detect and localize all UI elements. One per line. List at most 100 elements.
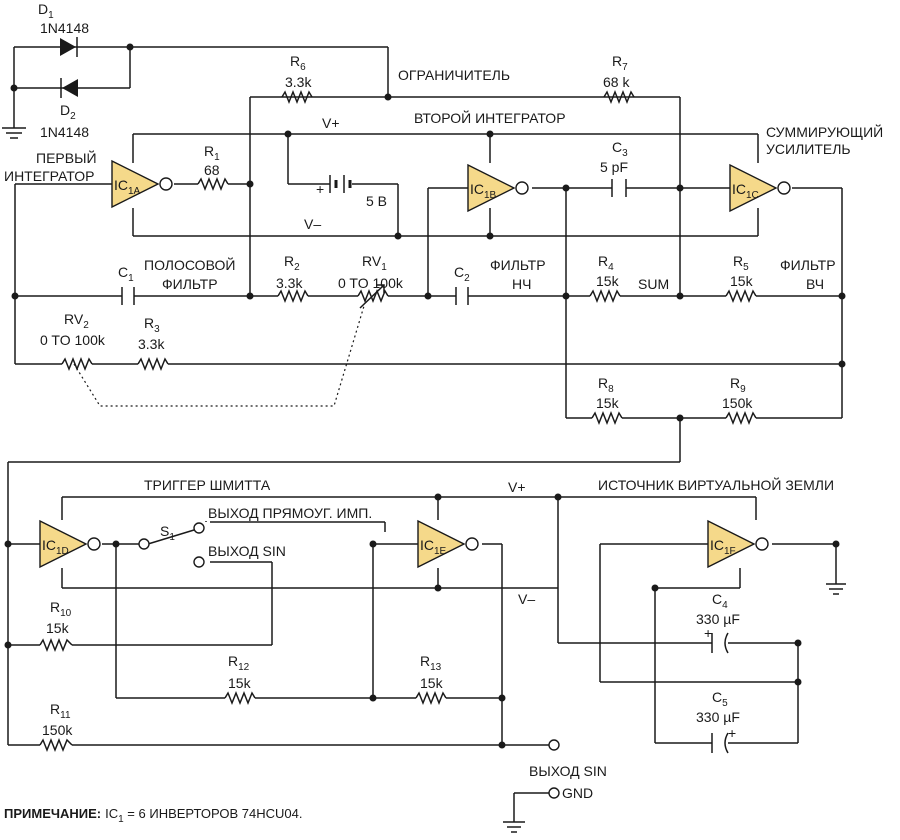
c2-label: C2 — [454, 264, 470, 284]
vminus-bottom-label: V– — [518, 591, 535, 607]
battery-symbol — [329, 175, 352, 193]
bandpass-label-1: ПОЛОСОВОЙ — [144, 256, 235, 273]
r1-value: 68 — [204, 162, 220, 178]
r3-symbol — [137, 356, 169, 372]
square-out-label: ВЫХОД ПРЯМОУГ. ИМП. — [208, 505, 372, 521]
schmitt-label: ТРИГГЕР ШМИТТА — [144, 477, 271, 493]
c4-value: 330 µF — [696, 611, 740, 627]
rv1-value: 0 TO 100k — [338, 275, 404, 291]
r13-label: R13 — [420, 653, 442, 673]
r11-value: 150k — [42, 722, 73, 738]
r12-value: 15k — [228, 675, 252, 691]
first-integrator-label-2: ИНТЕГРАТОР — [4, 168, 94, 184]
rv2-symbol — [61, 356, 93, 372]
r10-symbol — [39, 637, 73, 653]
sin-out-label: ВЫХОД SIN — [529, 763, 607, 779]
c5-plus: + — [728, 725, 736, 741]
r8-label: R8 — [598, 375, 614, 395]
sin-switch-label: ВЫХОД SIN — [208, 543, 286, 559]
r2-symbol — [277, 288, 309, 304]
wires-top — [2, 46, 843, 745]
highpass-label-1: ФИЛЬТР — [780, 257, 836, 273]
d1-part: 1N4148 — [40, 20, 89, 36]
battery-plus: + — [316, 181, 324, 197]
rv1-symbol — [357, 288, 389, 304]
r3-value: 3.3k — [138, 336, 165, 352]
r11-symbol — [39, 737, 73, 753]
r13-symbol — [415, 690, 447, 706]
gate-ic1c — [729, 163, 791, 213]
ganged-pot-link — [73, 305, 365, 407]
gate-ic1a — [111, 159, 173, 209]
r4-value: 15k — [596, 273, 620, 289]
r1-label: R1 — [204, 143, 220, 163]
footnote: ПРИМЕЧАНИЕ:IC1 = 6 ИНВЕРТОРОВ 74HCU04. — [4, 806, 302, 825]
r8-value: 15k — [596, 395, 620, 411]
gate-ic1b — [467, 163, 529, 213]
c3-label: C3 — [612, 139, 628, 159]
first-integrator-label-1: ПЕРВЫЙ — [36, 149, 97, 166]
summing-amp-label-1: СУММИРУЮЩИЙ — [766, 123, 883, 140]
d1-label: D1 — [38, 1, 54, 21]
ic1b-label: IC1B — [470, 181, 497, 201]
terminals — [138, 522, 560, 799]
c1-label: C1 — [118, 264, 134, 284]
s1-label: S1 — [160, 523, 175, 543]
r4-label: R4 — [598, 253, 614, 273]
c4-plus: + — [704, 625, 712, 641]
ic1a-label: IC1A — [114, 177, 141, 197]
gate-ic1f — [707, 519, 769, 569]
rv2-value: 0 TO 100k — [40, 332, 106, 348]
r6-label: R6 — [290, 53, 306, 73]
r1-symbol — [197, 176, 229, 192]
lowpass-label-1: ФИЛЬТР — [490, 257, 546, 273]
vplus-bottom-label: V+ — [508, 479, 526, 495]
c5-label: C5 — [712, 689, 728, 709]
r12-symbol — [224, 690, 256, 706]
battery-value: 5 В — [366, 193, 387, 209]
highpass-label-2: ВЧ — [806, 276, 824, 292]
limiter-label: ОГРАНИЧИТЕЛЬ — [398, 67, 510, 83]
r2-label: R2 — [284, 253, 300, 273]
virtual-ground-label: ИСТОЧНИК ВИРТУАЛЬНОЙ ЗЕМЛИ — [598, 476, 834, 493]
d2-part: 1N4148 — [40, 124, 89, 140]
rv1-label: RV1 — [362, 253, 387, 273]
vplus-top-label: V+ — [322, 115, 340, 131]
capacitors — [121, 179, 729, 754]
c4-label: C4 — [712, 591, 728, 611]
ic1f-label: IC1F — [710, 537, 736, 557]
r7-value: 68 k — [603, 74, 630, 90]
gate-ic1d — [39, 519, 101, 569]
resistors — [39, 89, 757, 753]
r9-symbol — [725, 410, 757, 426]
r11-label: R11 — [50, 701, 71, 721]
r9-label: R9 — [730, 375, 746, 395]
r5-value: 15k — [730, 273, 754, 289]
r4-symbol — [589, 288, 621, 304]
summing-amp-label-2: УСИЛИТЕЛЬ — [766, 141, 851, 157]
r13-value: 15k — [420, 675, 444, 691]
c5-value: 330 µF — [696, 709, 740, 725]
r12-label: R12 — [228, 653, 250, 673]
r9-value: 150k — [722, 395, 753, 411]
r10-value: 15k — [46, 620, 70, 636]
second-integrator-label: ВТОРОЙ ИНТЕГРАТОР — [414, 109, 566, 126]
r3-label: R3 — [144, 315, 160, 335]
r2-value: 3.3k — [276, 275, 303, 291]
c3-value: 5 pF — [600, 159, 628, 175]
r10-label: R10 — [50, 599, 72, 619]
diodes — [60, 37, 78, 98]
ic1e-label: IC1E — [420, 537, 447, 557]
vminus-top-label: V– — [304, 216, 321, 232]
sum-label: SUM — [638, 276, 669, 292]
ic1c-label: IC1C — [732, 181, 759, 201]
r5-symbol — [725, 288, 757, 304]
d2-label: D2 — [60, 102, 76, 122]
r6-symbol — [281, 89, 313, 105]
wires-bottom — [8, 496, 846, 833]
junctions — [4, 43, 846, 749]
r5-label: R5 — [733, 253, 749, 273]
bandpass-label-2: ФИЛЬТР — [162, 276, 218, 292]
r8-symbol — [591, 410, 623, 426]
